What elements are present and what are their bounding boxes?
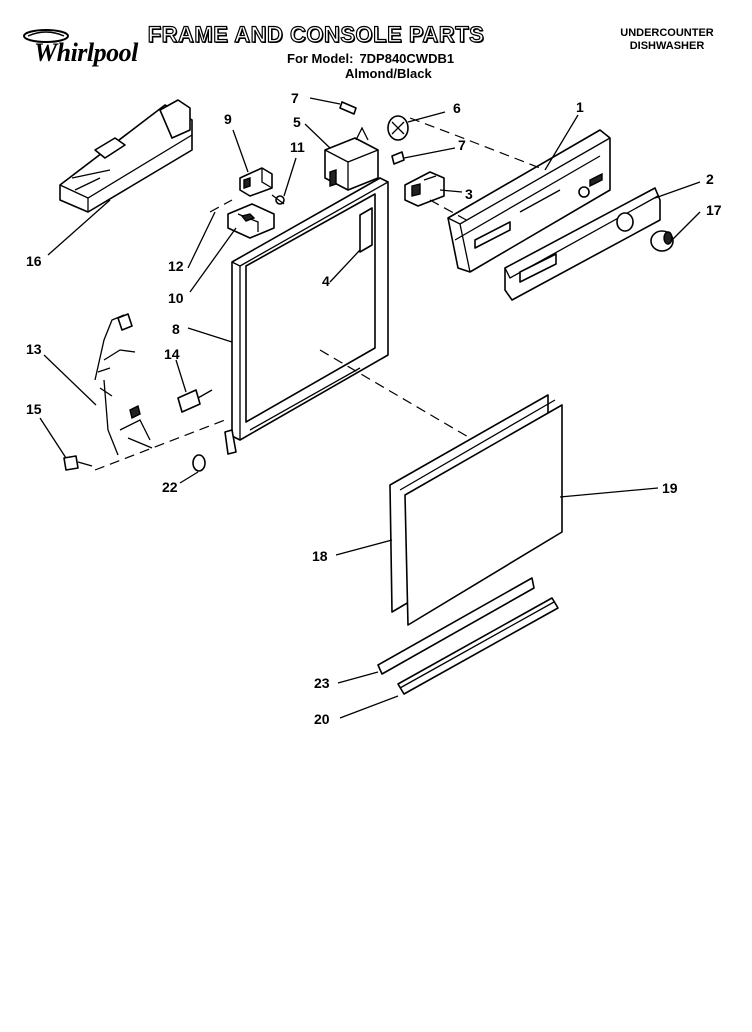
whirlpool-logo: Whirlpool (16, 26, 148, 70)
callout-10: 10 (168, 290, 184, 306)
part-7-screw-a (339, 101, 357, 115)
callout-13: 13 (26, 341, 42, 357)
part-1-console (447, 129, 611, 273)
callout-12: 12 (168, 258, 184, 274)
alignment-line-console (409, 117, 541, 169)
leader-lines (39, 97, 701, 719)
alignment-line-harness (94, 419, 226, 471)
logo-swirl-icon (23, 29, 69, 43)
callout-3: 3 (465, 186, 473, 202)
part-16-vent (59, 99, 193, 213)
alignment-line-switch (429, 199, 471, 223)
callout-15: 15 (26, 401, 42, 417)
callout-4: 4 (322, 273, 330, 289)
callout-19: 19 (662, 480, 678, 496)
part-14-thermostat (177, 389, 213, 413)
part-10-bracket (227, 203, 275, 239)
part-9-latch (239, 167, 273, 197)
callout-6: 6 (453, 100, 461, 116)
part-19-panel-front (399, 399, 563, 626)
part-22-clip (192, 454, 206, 472)
part-11-screw (271, 194, 285, 205)
alignment-line-frame-panel (319, 349, 471, 439)
callout-7b: 7 (458, 137, 466, 153)
callout-16: 16 (26, 253, 42, 269)
part-13-wire-harness (94, 313, 153, 456)
part-17-knob (650, 230, 674, 252)
callout-14: 14 (164, 346, 180, 362)
brand-name: Whirlpool (34, 38, 138, 67)
callout-7a: 7 (291, 90, 299, 106)
part-3-switch (404, 171, 445, 207)
callout-22: 22 (162, 479, 178, 495)
callout-8: 8 (172, 321, 180, 337)
callout-9: 9 (224, 111, 232, 127)
category-line-1: UNDERCOUNTER (620, 27, 714, 39)
part-6-indicator (387, 115, 409, 141)
model-label: For Model: (287, 51, 354, 66)
callout-17: 17 (706, 202, 722, 218)
callout-11: 11 (290, 139, 305, 155)
callout-1: 1 (576, 99, 584, 115)
category-line-2: DISHWASHER (629, 40, 705, 52)
part-15-screw (63, 455, 93, 471)
part-5-switch (324, 126, 379, 191)
color-variant: Almond/Black (345, 66, 432, 81)
appliance-category: UNDERCOUNTER DISHWASHER (612, 27, 722, 53)
callout-5: 5 (293, 114, 301, 130)
part-23-trim (377, 577, 535, 675)
model-number: 7DP840CWDB1 (359, 51, 455, 66)
callout-18: 18 (312, 548, 328, 564)
callout-20: 20 (314, 711, 330, 727)
callout-23: 23 (314, 675, 330, 691)
model-info: For Model: 7DP840CWDB1 (287, 51, 454, 66)
alignment-line-latch (209, 199, 233, 213)
part-20-handle (397, 597, 559, 695)
part-2-panel (504, 187, 661, 301)
callout-2: 2 (706, 171, 714, 187)
page-title: FRAME AND CONSOLE PARTS (147, 21, 485, 47)
part-8-frame (224, 177, 389, 455)
part-7-screw-b (391, 151, 405, 165)
